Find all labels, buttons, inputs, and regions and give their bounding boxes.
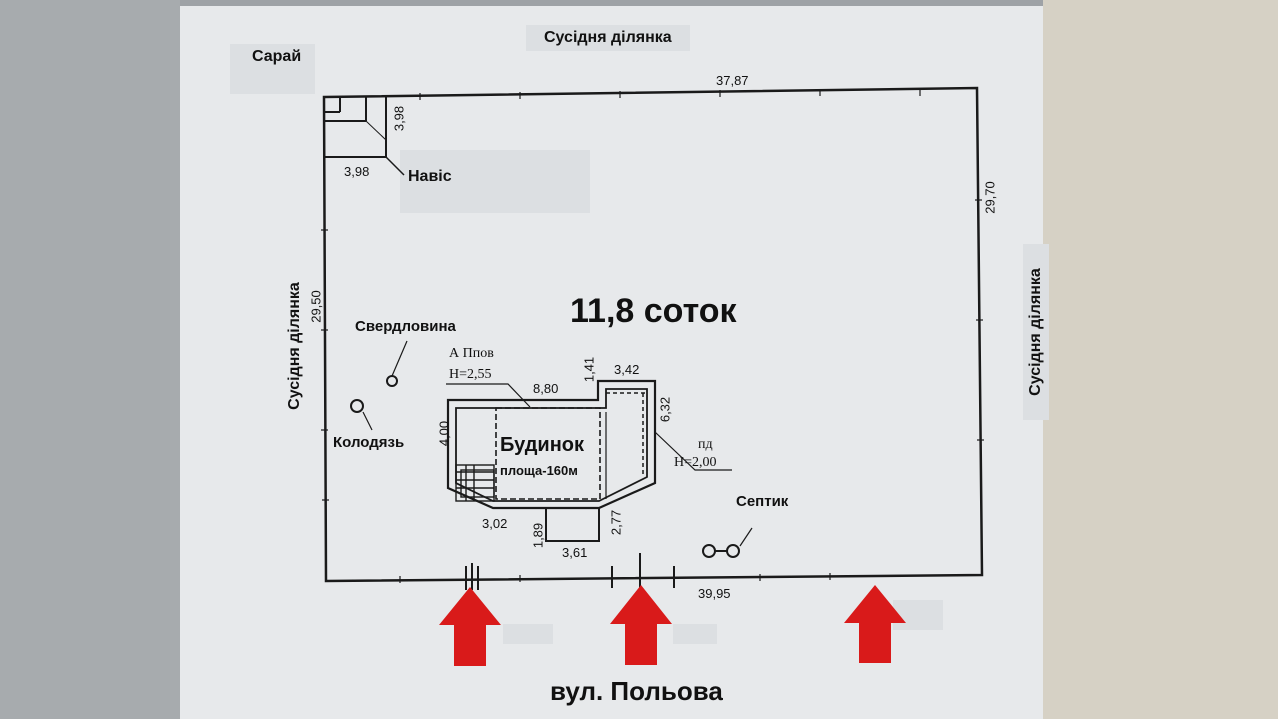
- shed-structure: [324, 96, 405, 176]
- dim-step-width: 3,61: [562, 545, 588, 560]
- plot-boundary: [322, 86, 984, 583]
- street-mark-bg-1: [503, 624, 553, 644]
- porch-steps: [455, 464, 495, 502]
- dim-annex-height: 6,32: [657, 396, 673, 423]
- house-height-label: Н=2,55: [449, 367, 492, 382]
- street-mark-bg-2: [673, 624, 717, 644]
- dim-right: 29,70: [982, 181, 998, 214]
- street-mark-bg-3: [893, 600, 943, 630]
- annex-code-label: пд: [698, 437, 713, 452]
- boundary-ticks: [321, 89, 984, 583]
- canopy-label: Навіс: [408, 168, 452, 185]
- house-area-label: площа-160м: [500, 463, 578, 478]
- area-label: 11,8 соток: [570, 292, 737, 330]
- dim-shed-width: 3,98: [344, 164, 370, 179]
- gate-markers: [465, 553, 675, 590]
- street-label: вул. Польова: [550, 676, 723, 706]
- borehole-label: Свердловина: [355, 318, 456, 335]
- house-outline: [446, 379, 657, 510]
- dim-top: 37,87: [716, 73, 749, 88]
- annex-height-label: Н=2,00: [674, 455, 717, 470]
- borehole-icon: [386, 375, 398, 387]
- shed-label: Сарай: [252, 48, 302, 65]
- neighbor-right-label: Сусідня ділянка: [1023, 244, 1049, 420]
- dim-step-height: 1,89: [530, 522, 546, 549]
- dim-annex-low: 2,77: [608, 509, 624, 536]
- arrow-up-icon: [844, 585, 906, 663]
- top-strip: [180, 0, 1043, 6]
- neighbor-left-label: Сусідня ділянка: [286, 282, 303, 410]
- dim-house-offset: 1,41: [581, 356, 597, 383]
- canopy-label-bg: [400, 150, 590, 213]
- right-background: [1043, 0, 1278, 719]
- dim-annex-width: 3,42: [614, 362, 640, 377]
- entry-step: [545, 508, 600, 542]
- dim-bottom: 39,95: [698, 586, 731, 601]
- leader-lines: [362, 340, 753, 547]
- house-label: Будинок: [500, 434, 585, 456]
- septic-label: Септик: [736, 493, 789, 510]
- well-label: Колодязь: [333, 434, 405, 451]
- neighbor-top-label: Сусідня ділянка: [526, 25, 690, 51]
- dim-house-top: 8,80: [533, 381, 559, 396]
- dim-porch-width: 3,02: [482, 516, 508, 531]
- septic-icon: [702, 544, 740, 558]
- arrow-up-icon: [439, 587, 501, 666]
- dim-house-height: 4,00: [436, 420, 452, 447]
- well-icon: [350, 399, 364, 413]
- dim-shed-height: 3,98: [391, 105, 407, 132]
- house-code-label: А Ппов: [449, 346, 494, 361]
- shed-label-bg: [230, 44, 315, 94]
- dim-left: 29,50: [308, 290, 324, 323]
- arrow-up-icon: [610, 585, 672, 665]
